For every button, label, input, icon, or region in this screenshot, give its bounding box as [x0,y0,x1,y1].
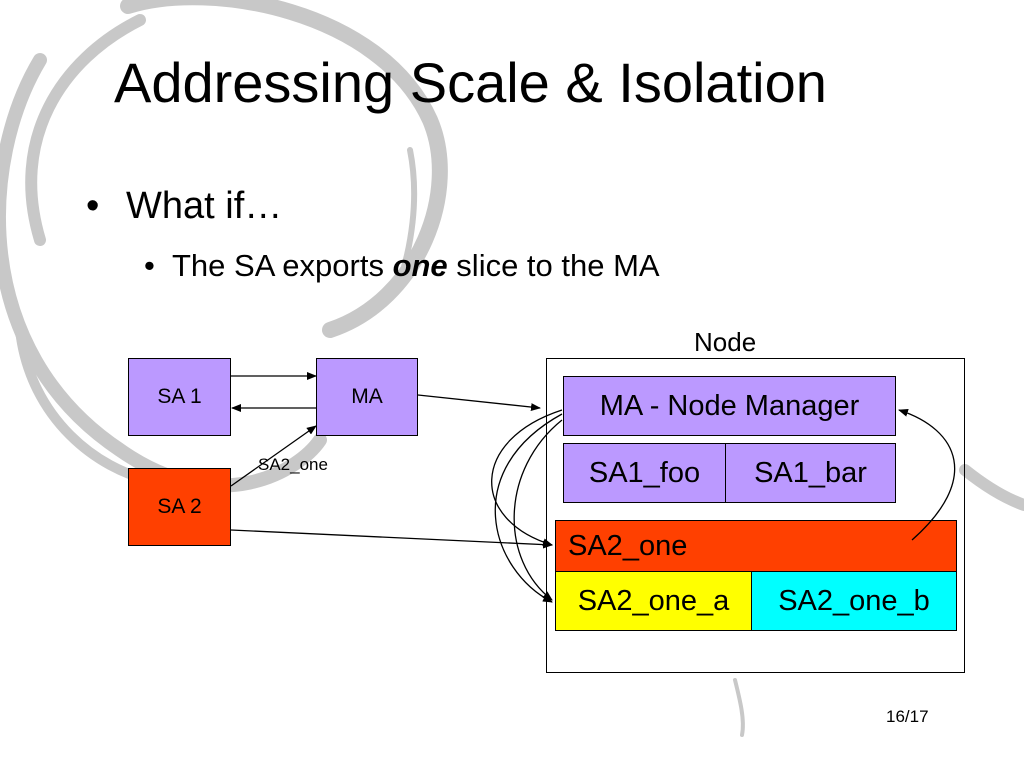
bullet-text: What if… [126,185,283,227]
sa2-box: SA 2 [128,468,231,546]
node-manager-box: MA - Node Manager [563,376,896,436]
page-number: 16/17 [886,707,929,726]
bullet-level-2: • The SA exports one slice to the MA [144,246,660,286]
edge-label-sa2-one: SA2_one [258,455,328,474]
bullet-text-before: The SA exports [172,248,393,283]
ma-box: MA [316,358,418,436]
bullet-emphasis: one [392,248,448,283]
sa1-box: SA 1 [128,358,231,436]
bullet-text-after: slice to the MA [447,248,660,283]
node-label: Node [694,327,757,357]
sa2-one-slice: SA2_one [555,520,957,572]
bullet-marker: • [144,248,155,283]
sa1-bar-slice: SA1_bar [725,443,896,503]
bullet-marker: • [86,185,100,227]
sa1-foo-slice: SA1_foo [563,443,726,503]
sa2-one-b-slice: SA2_one_b [751,571,957,631]
bullet-level-1: • What if… [86,182,282,230]
slide-title: Addressing Scale & Isolation [114,51,827,114]
sa2-one-a-slice: SA2_one_a [555,571,752,631]
